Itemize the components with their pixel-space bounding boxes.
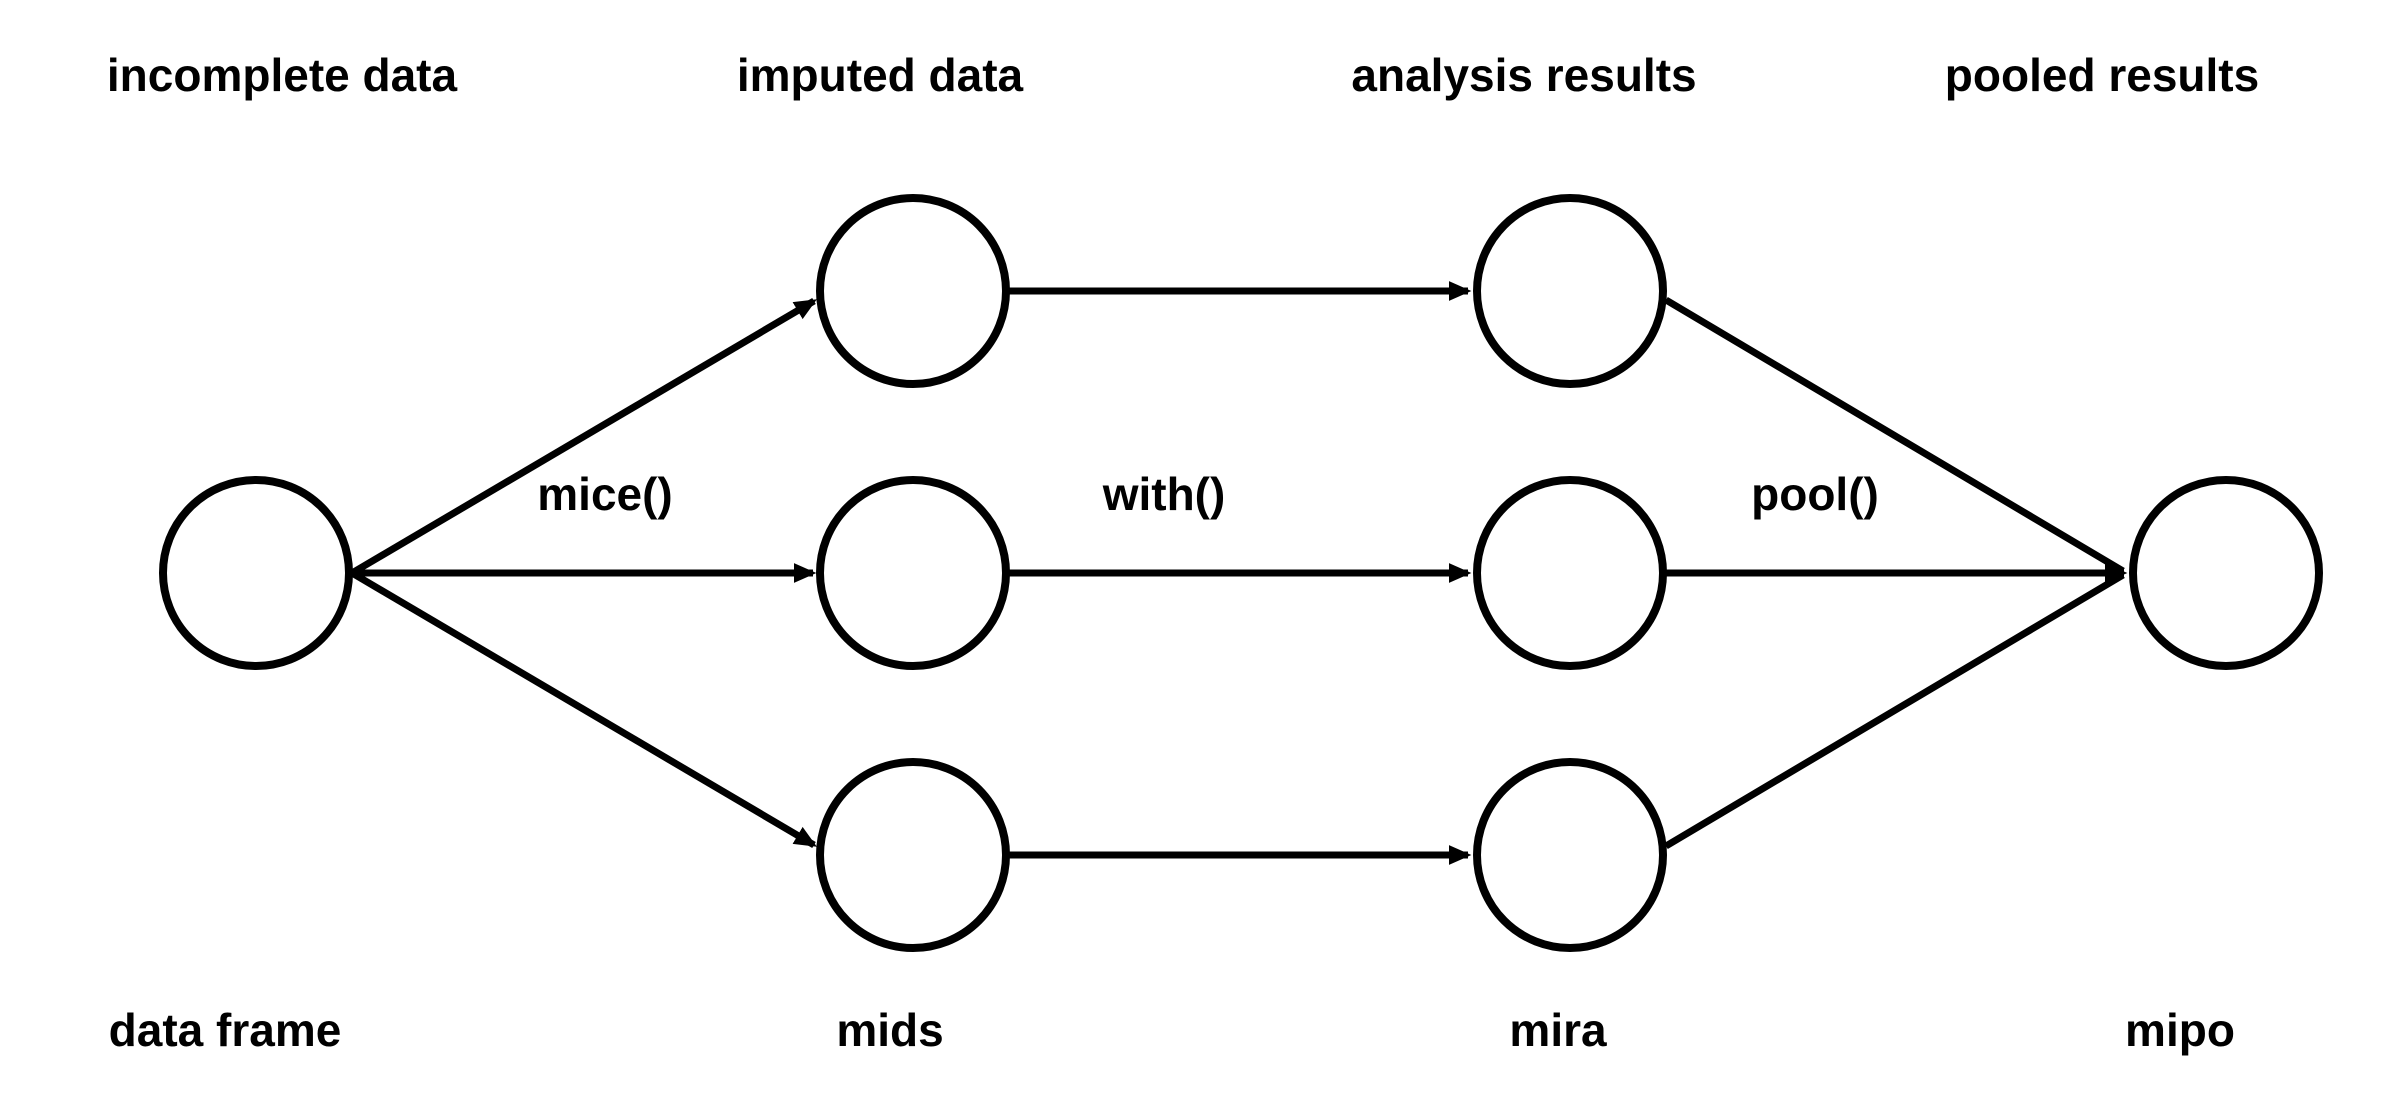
circle-mira-2 xyxy=(1473,476,1667,670)
top-label-imputed-data: imputed data xyxy=(736,49,1024,101)
edge-label-with: with() xyxy=(1102,468,1226,520)
circle-mira-1 xyxy=(1473,194,1667,388)
bottom-label-mira: mira xyxy=(1509,1004,1607,1056)
circle-mids-2 xyxy=(816,476,1010,670)
bottom-label-mids: mids xyxy=(836,1004,944,1056)
edge-pool-to-mipo-1 xyxy=(1664,296,2125,575)
edge-mice-to-mids-1 xyxy=(350,297,817,577)
edge-pool-to-mipo-3 xyxy=(1664,571,2125,850)
circle-mids-3 xyxy=(816,758,1010,952)
edge-label-mice: mice() xyxy=(537,468,673,520)
bottom-label-data-frame: data frame xyxy=(108,1004,342,1056)
circle-mira-3 xyxy=(1473,758,1667,952)
circle-data-frame xyxy=(159,476,353,670)
circle-mipo xyxy=(2129,476,2323,670)
top-label-incomplete-data: incomplete data xyxy=(106,49,458,101)
edge-mice-to-mids-3 xyxy=(350,569,817,849)
bottom-label-mipo: mipo xyxy=(2125,1004,2235,1056)
edge-label-pool: pool() xyxy=(1751,468,1879,520)
top-label-analysis-results: analysis results xyxy=(1351,49,1697,101)
circle-mids-1 xyxy=(816,194,1010,388)
top-label-pooled-results: pooled results xyxy=(1944,49,2260,101)
